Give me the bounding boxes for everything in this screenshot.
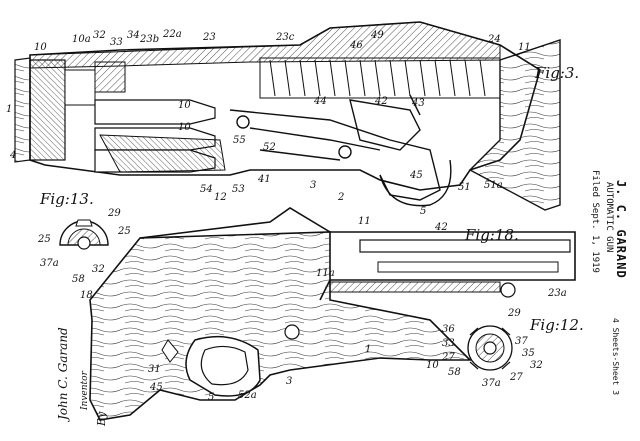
inventor-role-label: Inventor: [80, 371, 90, 410]
fig18-callout: 3: [286, 376, 292, 387]
fig12-callout: 27: [509, 372, 523, 383]
fig12-callout: 37a: [482, 378, 501, 389]
fig13-callouts: 29 25 25 37a 58 32: [37, 208, 131, 285]
fig12-callout: 32: [530, 360, 543, 371]
fig13-caption: Fig:13.: [39, 190, 94, 208]
fig12-callout: 29: [507, 308, 521, 319]
fig3-callout: 4: [9, 150, 16, 161]
fig3-callout: 10: [34, 42, 47, 53]
fig3-callout: 23: [202, 32, 216, 43]
fig3-callout: 1: [6, 104, 12, 115]
fig3-callout: 46: [349, 40, 363, 51]
fig3-callout: 51a: [484, 180, 503, 191]
fig13-callout: 25: [37, 234, 51, 245]
fig3-callout: 23c: [275, 32, 295, 43]
fig18-callout: 45: [149, 382, 163, 393]
fig12-callout: 33: [442, 338, 455, 349]
fig3-callout: 32: [93, 30, 106, 41]
fig18-callout: 5: [208, 392, 214, 403]
fig3-callout: 55: [233, 135, 246, 146]
sheet-count: 4 Sheets-Sheet 3: [611, 318, 620, 396]
fig18-callouts: 11 42 11a 23a 18 31 45 5 52a 3 1: [80, 216, 567, 403]
inventor-header: J. C. GARAND: [614, 180, 628, 279]
fig3-callout: 54: [200, 184, 213, 195]
fig3-callout: 52: [263, 142, 276, 153]
filing-date: Filed Sept. 1, 1919: [590, 170, 600, 273]
figure-18-side-view: Fig:18. 11 42 11a 23a 18 31 45 5 52a 3 1: [80, 207, 576, 421]
fig18-callout: 42: [434, 222, 448, 233]
fig13-callout: 32: [92, 264, 105, 275]
fig18-callout: 23a: [547, 288, 567, 299]
fig3-callout: 10a: [72, 34, 91, 45]
fig3-callout: 3: [310, 180, 316, 191]
fig12-callout: 36: [442, 324, 455, 335]
fig3-callout: 41: [257, 174, 271, 185]
fig12-callout: 58: [448, 367, 461, 378]
fig3-callout: 23b: [139, 34, 159, 45]
fig12-callout: 10: [426, 360, 439, 371]
fig3-callout: 49: [370, 30, 384, 41]
fig13-callout: 58: [72, 274, 85, 285]
fig3-callout: 5: [420, 206, 426, 217]
fig18-callout: 18: [80, 290, 93, 301]
fig12-callout: 37: [515, 336, 528, 347]
figure-3-sectional-view: Fig:3. 10 10a 32 33 34 23b 22a 23 23c 46…: [6, 21, 579, 217]
fig12-caption: Fig:12.: [529, 316, 584, 334]
fig18-callout: 1: [365, 344, 371, 355]
fig3-callout: 53: [232, 184, 245, 195]
fig3-callouts: 10 10a 32 33 34 23b 22a 23 23c 46 49 24 …: [6, 29, 531, 217]
fig3-callout: 43: [411, 98, 425, 109]
inventor-signature: John C. Garand: [56, 327, 70, 420]
signature-by-label: By: [95, 411, 108, 426]
fig18-callout: 11: [358, 216, 371, 227]
fig3-caption: Fig:3.: [534, 64, 579, 82]
fig13-callout: 37a: [40, 258, 59, 269]
fig18-callout: 31: [148, 364, 161, 375]
fig3-callout: 10: [178, 122, 191, 133]
fig13-callout: 29: [107, 208, 121, 219]
fig18-callout: 11a: [316, 268, 335, 279]
fig18-caption: Fig:18.: [464, 226, 519, 244]
fig12-callouts: 29 36 33 27 10 58 37 35 32 27 37a: [426, 308, 543, 389]
fig13-callout: 25: [117, 226, 131, 237]
fig3-callout: 2: [337, 192, 344, 203]
fig3-callout: 34: [127, 30, 140, 41]
fig3-callout: 45: [409, 170, 423, 181]
fig3-callout: 12: [214, 192, 227, 203]
fig12-callout: 35: [522, 348, 535, 359]
fig3-callout: 44: [313, 96, 327, 107]
fig3-callout: 51: [458, 182, 471, 193]
fig12-callout: 27: [441, 352, 455, 363]
fig3-callout: 22a: [162, 29, 182, 40]
patent-title: AUTOMATIC GUN: [604, 182, 614, 253]
figure-13-detail: Fig:13. 29 25 25 37a 58 32: [37, 190, 131, 285]
fig3-callout: 33: [110, 37, 123, 48]
fig3-callout: 24: [487, 34, 501, 45]
figure-12-detail: Fig:12. 29 36 33 27 10 58 37 35 32 27 37…: [426, 308, 584, 389]
fig3-callout: 42: [374, 96, 388, 107]
fig18-callout: 52a: [238, 390, 257, 401]
fig3-callout: 11: [518, 42, 531, 53]
fig3-callout: 10: [178, 100, 191, 111]
